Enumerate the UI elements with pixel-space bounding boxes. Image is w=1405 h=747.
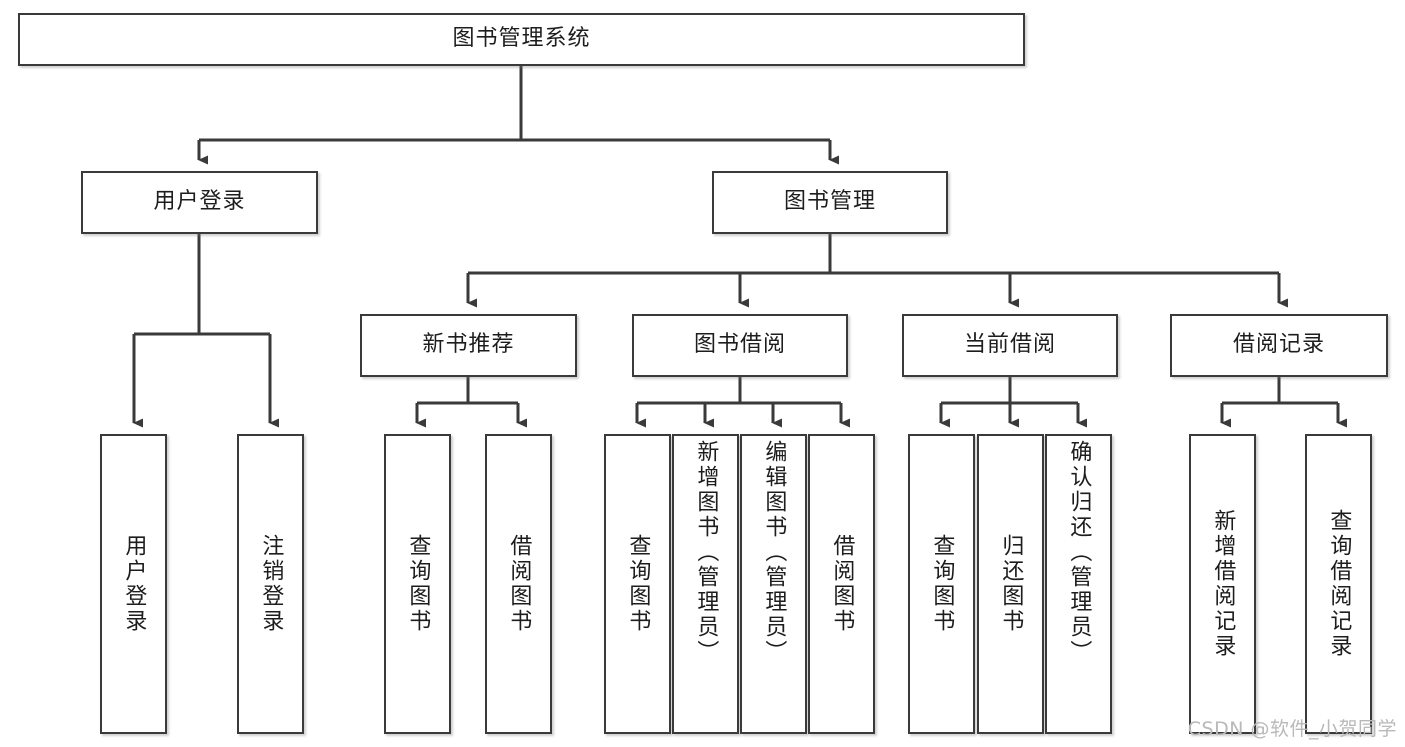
node-leaf-add-record[interactable]: 新增借阅记录 — [1189, 434, 1256, 734]
node-leaf-add-book[interactable]: 新增图书（管理员） — [672, 434, 739, 734]
node-leaf-confirm-return[interactable]: 确认归还（管理员） — [1045, 434, 1112, 734]
node-leaf-query-book-2[interactable]: 查询图书 — [604, 434, 671, 734]
node-leaf-query-book-1[interactable]: 查询图书 — [384, 434, 451, 734]
node-user-login[interactable]: 用户登录 — [81, 171, 318, 234]
node-leaf-borrow-book-2-label: 借阅图书 — [829, 534, 855, 634]
node-leaf-edit-book[interactable]: 编辑图书（管理员） — [740, 434, 807, 734]
node-root[interactable]: 图书管理系统 — [18, 13, 1025, 66]
node-new-book-recommend[interactable]: 新书推荐 — [360, 314, 577, 377]
node-leaf-user-login-label: 用户登录 — [121, 534, 147, 634]
node-user-login-label: 用户登录 — [153, 189, 246, 215]
node-current-borrow[interactable]: 当前借阅 — [902, 314, 1118, 377]
node-borrow-record[interactable]: 借阅记录 — [1170, 314, 1388, 377]
node-current-borrow-label: 当前借阅 — [963, 332, 1056, 358]
node-leaf-user-login[interactable]: 用户登录 — [100, 434, 167, 734]
node-new-book-recommend-label: 新书推荐 — [422, 332, 515, 358]
watermark-text: CSDN @软件_小贺同学 — [1187, 718, 1397, 740]
node-leaf-borrow-book-1[interactable]: 借阅图书 — [485, 434, 552, 734]
node-leaf-query-book-2-label: 查询图书 — [625, 534, 651, 634]
node-leaf-add-record-label: 新增借阅记录 — [1210, 509, 1236, 659]
node-leaf-edit-book-label: 编辑图书（管理员） — [761, 440, 787, 665]
node-leaf-confirm-return-label: 确认归还（管理员） — [1066, 440, 1092, 665]
node-leaf-logout-login-label: 注销登录 — [258, 534, 284, 634]
node-leaf-query-record-label: 查询借阅记录 — [1326, 509, 1352, 659]
node-leaf-add-book-label: 新增图书（管理员） — [693, 440, 719, 665]
node-book-borrow-label: 图书借阅 — [693, 332, 786, 358]
node-leaf-query-book-3[interactable]: 查询图书 — [908, 434, 975, 734]
node-leaf-borrow-book-2[interactable]: 借阅图书 — [808, 434, 875, 734]
node-leaf-return-book[interactable]: 归还图书 — [977, 434, 1044, 734]
node-book-borrow[interactable]: 图书借阅 — [632, 314, 848, 377]
node-leaf-query-record[interactable]: 查询借阅记录 — [1305, 434, 1372, 734]
node-root-label: 图书管理系统 — [452, 26, 591, 52]
node-leaf-return-book-label: 归还图书 — [998, 534, 1024, 634]
node-borrow-record-label: 借阅记录 — [1232, 332, 1325, 358]
node-leaf-query-book-3-label: 查询图书 — [929, 534, 955, 634]
node-leaf-borrow-book-1-label: 借阅图书 — [506, 534, 532, 634]
node-book-manage-label: 图书管理 — [783, 189, 876, 215]
node-leaf-query-book-1-label: 查询图书 — [405, 534, 431, 634]
node-book-manage[interactable]: 图书管理 — [712, 171, 948, 234]
node-leaf-logout-login[interactable]: 注销登录 — [237, 434, 304, 734]
